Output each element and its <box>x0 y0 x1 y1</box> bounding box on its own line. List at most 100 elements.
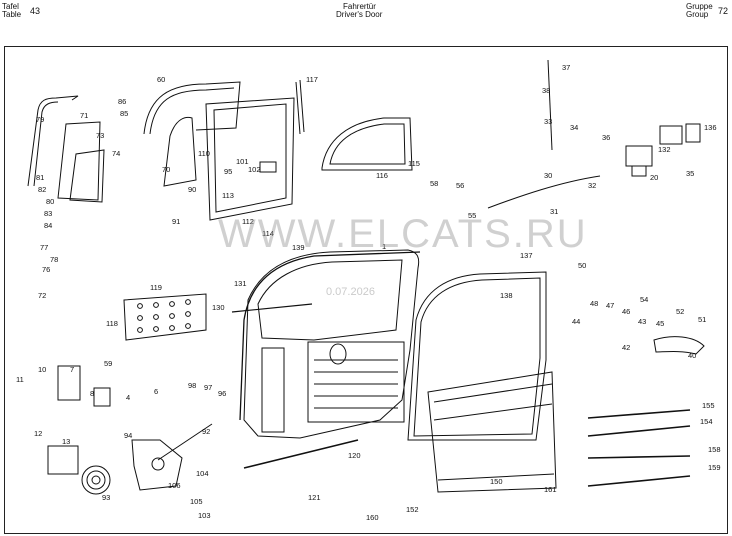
part-label-118[interactable]: 118 <box>106 319 118 328</box>
part-label-95[interactable]: 95 <box>224 167 232 176</box>
table-number: 43 <box>30 6 41 16</box>
part-label-48[interactable]: 48 <box>590 299 598 308</box>
part-label-117[interactable]: 117 <box>306 75 318 84</box>
part-label-98[interactable]: 98 <box>188 381 196 390</box>
part-label-132[interactable]: 132 <box>658 145 671 154</box>
part-label-84[interactable]: 84 <box>44 221 52 230</box>
part-label-110[interactable]: 110 <box>198 149 210 158</box>
part-label-56[interactable]: 56 <box>456 181 464 190</box>
part-label-12[interactable]: 12 <box>34 429 42 438</box>
part-label-85[interactable]: 85 <box>120 109 128 118</box>
part-label-50[interactable]: 50 <box>578 261 586 270</box>
part-label-40[interactable]: 40 <box>688 351 696 360</box>
part-label-106[interactable]: 106 <box>168 481 181 490</box>
part-label-137[interactable]: 137 <box>520 251 533 260</box>
part-label-43[interactable]: 43 <box>638 317 646 326</box>
part-label-120[interactable]: 120 <box>348 451 361 460</box>
part-label-4[interactable]: 4 <box>126 393 130 402</box>
part-label-150[interactable]: 150 <box>490 477 503 486</box>
part-label-138[interactable]: 138 <box>500 291 513 300</box>
part-label-113[interactable]: 113 <box>222 191 234 200</box>
part-label-82[interactable]: 82 <box>38 185 46 194</box>
part-label-155[interactable]: 155 <box>702 401 715 410</box>
part-label-1[interactable]: 1 <box>382 242 386 251</box>
part-label-92[interactable]: 92 <box>202 427 210 436</box>
door-trim-panel-drawing <box>427 371 557 493</box>
part-label-35[interactable]: 35 <box>686 169 694 178</box>
part-label-160[interactable]: 160 <box>366 513 379 522</box>
part-label-136[interactable]: 136 <box>704 123 717 132</box>
part-label-102[interactable]: 102 <box>248 165 261 174</box>
part-label-20[interactable]: 20 <box>650 173 658 182</box>
part-label-131[interactable]: 131 <box>234 279 247 288</box>
part-label-78[interactable]: 78 <box>50 255 58 264</box>
part-label-54[interactable]: 54 <box>640 295 648 304</box>
part-label-80[interactable]: 80 <box>46 197 54 206</box>
part-label-159[interactable]: 159 <box>708 463 721 472</box>
part-label-72[interactable]: 72 <box>38 291 46 300</box>
part-label-60[interactable]: 60 <box>157 75 165 84</box>
part-label-11[interactable]: 11 <box>16 375 24 384</box>
part-label-79[interactable]: 79 <box>36 115 44 124</box>
part-label-7[interactable]: 7 <box>70 365 74 374</box>
part-label-13[interactable]: 13 <box>62 437 70 446</box>
part-label-152[interactable]: 152 <box>406 505 419 514</box>
part-label-105[interactable]: 105 <box>190 497 203 506</box>
part-label-52[interactable]: 52 <box>676 307 684 316</box>
part-label-97[interactable]: 97 <box>204 383 212 392</box>
part-label-51[interactable]: 51 <box>698 315 706 324</box>
part-label-38[interactable]: 38 <box>542 86 550 95</box>
part-label-73[interactable]: 73 <box>96 131 104 140</box>
part-label-91[interactable]: 91 <box>172 217 180 226</box>
diagram-frame <box>4 46 728 534</box>
part-label-114[interactable]: 114 <box>262 229 274 238</box>
part-label-83[interactable]: 83 <box>44 209 52 218</box>
part-label-74[interactable]: 74 <box>112 149 120 158</box>
part-label-104[interactable]: 104 <box>196 469 209 478</box>
part-label-42[interactable]: 42 <box>622 343 630 352</box>
part-label-76[interactable]: 76 <box>42 265 50 274</box>
part-label-36[interactable]: 36 <box>602 133 610 142</box>
part-label-86[interactable]: 86 <box>118 97 126 106</box>
part-label-77[interactable]: 77 <box>40 243 48 252</box>
part-label-158[interactable]: 158 <box>708 445 721 454</box>
part-label-6[interactable]: 6 <box>154 387 158 396</box>
part-label-119[interactable]: 119 <box>150 283 162 292</box>
part-label-59[interactable]: 59 <box>104 359 112 368</box>
part-label-10[interactable]: 10 <box>38 365 46 374</box>
part-label-115[interactable]: 115 <box>408 159 420 168</box>
part-label-30[interactable]: 30 <box>544 171 552 180</box>
part-label-94[interactable]: 94 <box>124 431 132 440</box>
part-label-121[interactable]: 121 <box>308 493 321 502</box>
part-label-90[interactable]: 90 <box>188 185 196 194</box>
part-label-45[interactable]: 45 <box>656 319 664 328</box>
part-label-71[interactable]: 71 <box>80 111 88 120</box>
part-label-34[interactable]: 34 <box>570 123 578 132</box>
part-label-58[interactable]: 58 <box>430 179 438 188</box>
part-label-31[interactable]: 31 <box>550 207 558 216</box>
part-label-55[interactable]: 55 <box>468 211 476 220</box>
part-label-37[interactable]: 37 <box>562 63 570 72</box>
part-label-130[interactable]: 130 <box>212 303 225 312</box>
part-label-139[interactable]: 139 <box>292 243 305 252</box>
part-label-46[interactable]: 46 <box>622 307 630 316</box>
group-label: Group <box>686 10 709 19</box>
part-label-103[interactable]: 103 <box>198 511 211 520</box>
part-label-47[interactable]: 47 <box>606 301 614 310</box>
part-label-8[interactable]: 8 <box>90 389 94 398</box>
window-frames-drawing <box>27 79 305 221</box>
outer-seal-drawing <box>407 271 547 441</box>
part-label-112[interactable]: 112 <box>242 217 254 226</box>
part-label-93[interactable]: 93 <box>102 493 110 502</box>
part-label-70[interactable]: 70 <box>162 165 170 174</box>
part-label-33[interactable]: 33 <box>544 117 552 126</box>
part-label-32[interactable]: 32 <box>588 181 596 190</box>
part-label-96[interactable]: 96 <box>218 389 226 398</box>
part-label-44[interactable]: 44 <box>572 317 580 326</box>
watermark-text: WWW.ELCATS.RU <box>218 212 588 256</box>
part-label-101[interactable]: 101 <box>236 157 249 166</box>
part-label-154[interactable]: 154 <box>700 417 713 426</box>
part-label-116[interactable]: 116 <box>376 171 388 180</box>
part-label-81[interactable]: 81 <box>36 173 44 182</box>
part-label-161[interactable]: 161 <box>544 485 557 494</box>
